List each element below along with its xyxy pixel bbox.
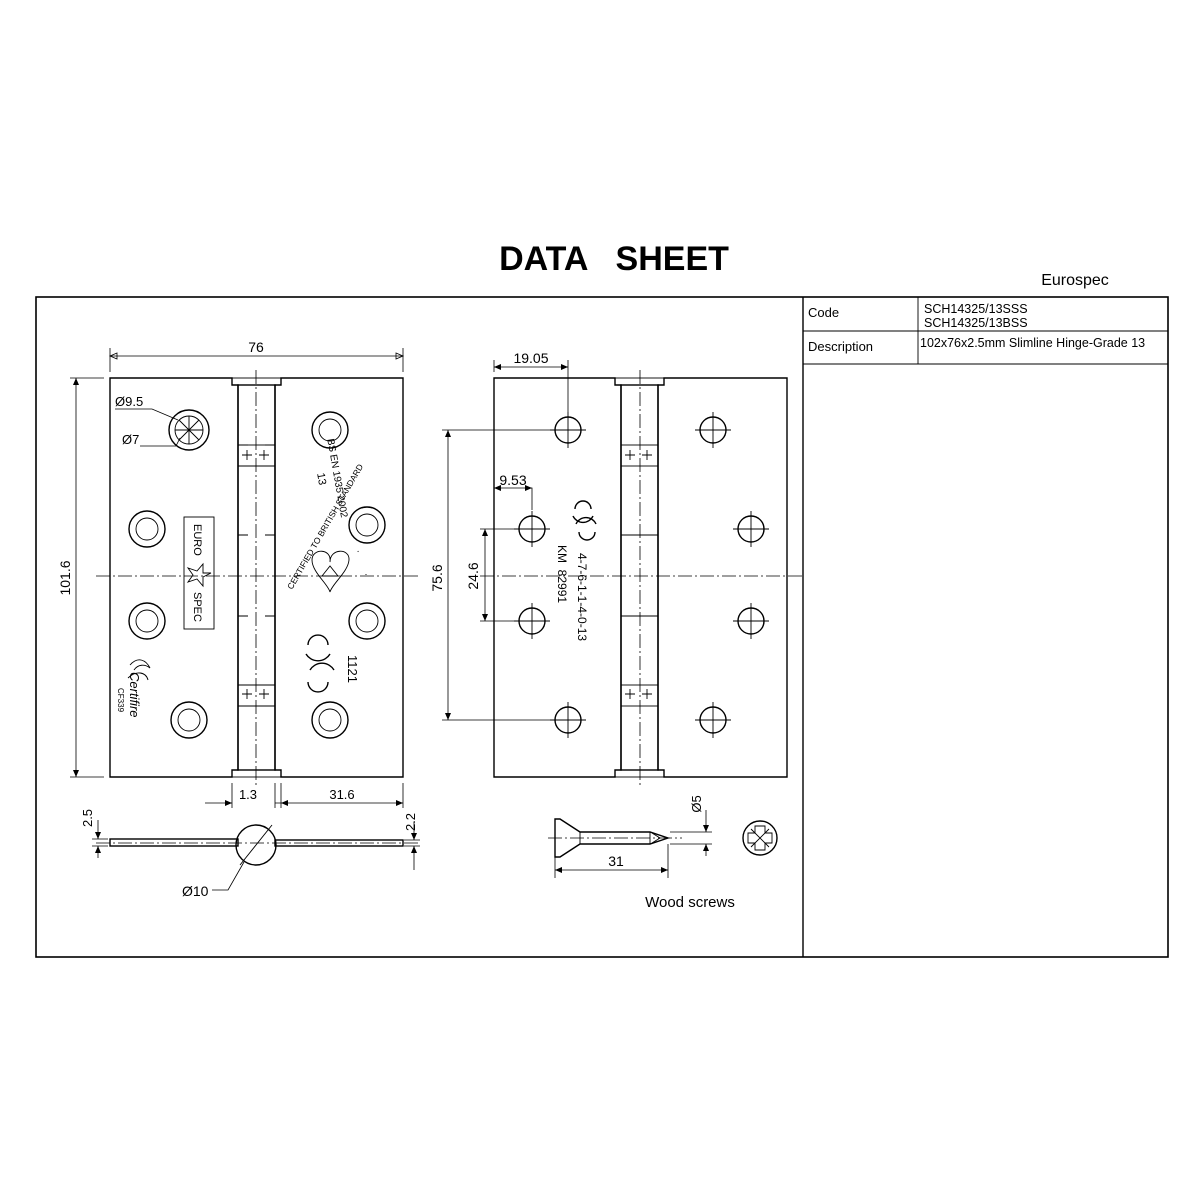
screw-hole [311,701,349,739]
certifire-code: CF339 [116,688,125,713]
screw-hole [168,409,210,451]
dim-countersink: Ø9.5 [115,394,143,409]
screw-hole [170,701,208,739]
dim-hole: Ø7 [122,432,139,447]
side-view: 2.5 2.2 Ø10 [80,809,420,899]
code-value-1: SCH14325/13SSS [924,302,1028,316]
description-label: Description [808,339,873,354]
star-icon [186,562,212,588]
screw-hole [695,702,731,738]
pozi-drive-icon [742,820,778,856]
page-title: DATA SHEET [499,240,729,278]
dim-leaf-thickness-2-2: 2.2 [403,813,418,831]
dim-inner-24-6: 24.6 [465,562,481,589]
dim-edge-19-05: 19.05 [513,350,548,366]
stamp-code: 4-7-6-1-1-4-0-13 [575,553,589,641]
screw-hole [348,506,386,544]
svg-text:13: 13 [314,472,328,486]
stamp-spec: SPEC [191,592,203,622]
drawing-frame [35,296,1169,958]
dim-knuckle-1-3: 1.3 [239,787,257,802]
screw-hole [695,412,731,448]
screw-hole [311,411,349,449]
dim-height-101-6: 101.6 [57,560,73,595]
screw-hole [128,510,166,548]
brand-name: Eurospec [1041,272,1109,289]
certifire-logo: Certifire CF339 [116,659,151,718]
back-view: 4-7-6-1-1-4-0-13 KM 82991 19.05 9.53 75.… [429,350,802,787]
dim-edge-9-53: 9.53 [499,472,526,488]
screw-hole [348,602,386,640]
ce-mark [572,500,597,541]
front-view: EURO SPEC Certifire CF339 BS EN 1935 200… [57,339,418,808]
dim-width-76: 76 [248,339,264,355]
stamp-euro: EURO [191,524,203,556]
code-value-2: SCH14325/13BSS [924,316,1028,330]
wood-screws-label: Wood screws [645,894,735,911]
km-text: KM 82991 [555,545,569,603]
ce-mark: 1121 [305,634,360,693]
dim-screw-dia: Ø5 [689,795,704,812]
dim-outer-75-6: 75.6 [429,564,445,591]
screw-hole [733,511,769,547]
ce-number: 1121 [345,655,360,683]
dim-screw-length: 31 [608,853,624,869]
code-label: Code [808,305,839,320]
screw-hole [128,602,166,640]
flame-icon [127,659,151,681]
certifire-text: Certifire [127,672,142,718]
dim-thickness-2-5: 2.5 [80,809,95,827]
screw-hole [733,603,769,639]
wood-screw-view: Ø5 31 Wood screws [548,795,778,911]
info-table: Code SCH14325/13SSS SCH14325/13BSS Descr… [803,297,1168,365]
eurospec-stamp: EURO SPEC [183,516,215,630]
description-value: 102x76x2.5mm Slimline Hinge-Grade 13 [920,336,1145,350]
dim-leaf-31-6: 31.6 [329,787,354,802]
dim-knuckle-dia: Ø10 [182,883,209,899]
